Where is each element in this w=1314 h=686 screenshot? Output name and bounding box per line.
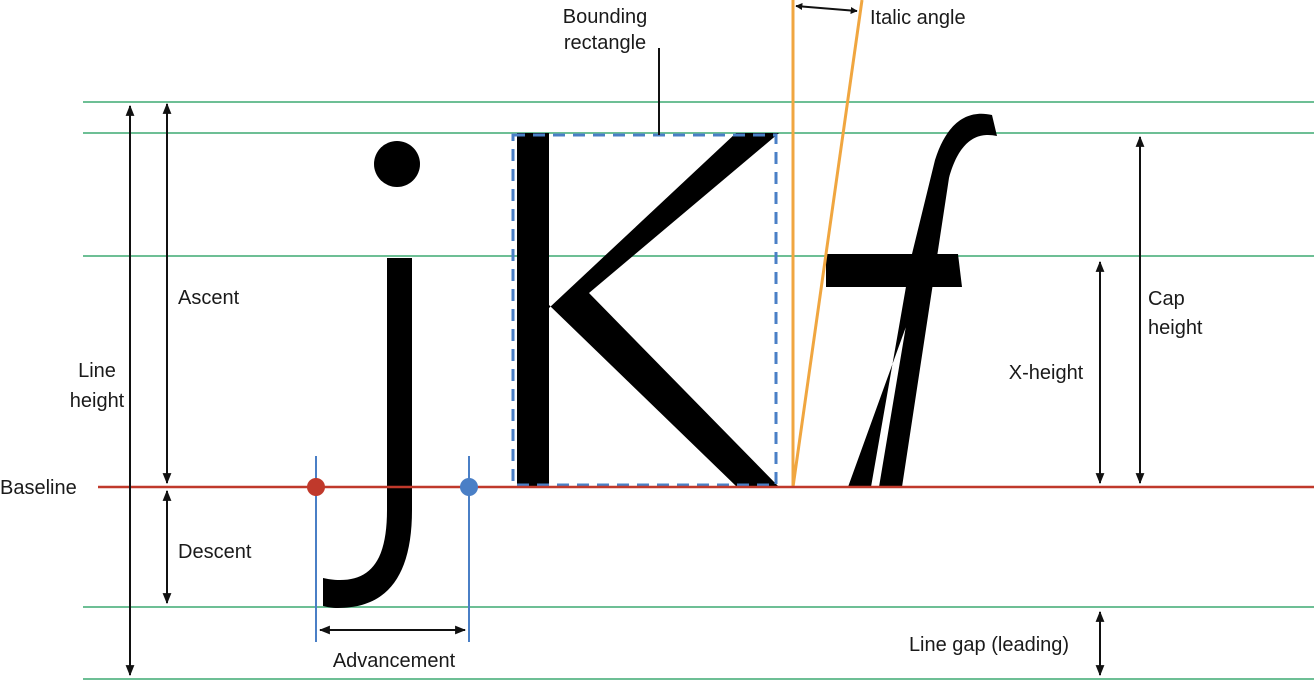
line-height-label-line1: Line: [78, 360, 116, 382]
italic-angle-label: Italic angle: [870, 7, 966, 29]
descent-label: Descent: [178, 541, 252, 563]
bounding-rectangle: [511, 133, 778, 487]
ascent-label: Ascent: [178, 287, 240, 309]
x-height-label: X-height: [1009, 362, 1084, 384]
bounding-label-line2: rectangle: [564, 32, 646, 54]
glyph-j: [323, 141, 420, 608]
glyph-f: [826, 113, 997, 487]
advance-start-dot: [307, 478, 325, 496]
advance-end-dot: [460, 478, 478, 496]
line-gap-label: Line gap (leading): [909, 634, 1069, 656]
glyph-k: [517, 133, 779, 487]
glyph-j-stem: [323, 258, 412, 608]
baseline-label: Baseline: [0, 477, 77, 499]
glyph-j-dot: [374, 141, 420, 187]
italic-angle-arrow: [795, 3, 858, 14]
advancement-label: Advancement: [333, 650, 456, 672]
bounding-label-line1: Bounding: [563, 6, 648, 28]
italic-slant-line: [791, 0, 864, 488]
line-height-label-line2: height: [70, 390, 125, 412]
cap-height-label-line2: height: [1148, 317, 1203, 339]
cap-height-label-line1: Cap: [1148, 288, 1185, 310]
